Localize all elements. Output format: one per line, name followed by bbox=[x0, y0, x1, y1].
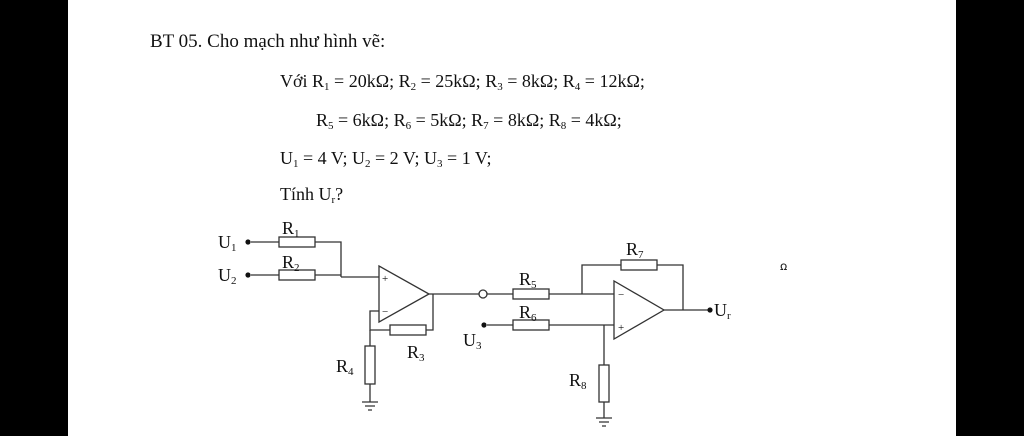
u1-symbol: U bbox=[280, 148, 293, 168]
document-page: BT 05. Cho mạch như hình vẽ: Với R1 = 20… bbox=[68, 0, 956, 436]
r7-value: 8kΩ bbox=[507, 110, 540, 130]
r8-sub: 8 bbox=[560, 120, 567, 132]
r3-resistor bbox=[389, 324, 427, 336]
r6-sub: 6 bbox=[405, 120, 412, 132]
r2-resistor bbox=[278, 269, 316, 281]
u3-sub: 3 bbox=[437, 158, 443, 170]
r6-value: 5kΩ bbox=[430, 110, 462, 130]
u3-label: U3 bbox=[463, 330, 482, 352]
r8-value: 4kΩ bbox=[585, 110, 617, 130]
r1-wire bbox=[251, 241, 342, 277]
r5-symbol: R bbox=[316, 110, 329, 130]
r8-label: R8 bbox=[569, 370, 587, 392]
r1-symbol: R bbox=[312, 71, 325, 91]
u2-label: U2 bbox=[218, 265, 237, 287]
r8-resistor bbox=[598, 364, 610, 403]
given-voltages-line: U1 = 4 V; U2 = 2 V; U3 = 1 V; bbox=[280, 148, 492, 170]
r1-value: 20kΩ bbox=[348, 71, 390, 91]
r4-value: 12kΩ bbox=[599, 71, 640, 91]
u1-label: U1 bbox=[218, 232, 237, 254]
question-suffix: ? bbox=[335, 184, 344, 204]
r7-resistor bbox=[620, 259, 658, 271]
ur-label: Ur bbox=[714, 300, 731, 322]
u1-sub: 1 bbox=[293, 158, 299, 170]
r4-symbol: R bbox=[562, 71, 575, 91]
u3-symbol: U bbox=[424, 148, 438, 168]
u2-symbol: U bbox=[352, 148, 366, 168]
r2-value: 25kΩ bbox=[435, 71, 476, 91]
r8-symbol: R bbox=[548, 110, 561, 130]
question-prefix: Tính U bbox=[280, 184, 332, 204]
r5-value: 6kΩ bbox=[352, 110, 385, 130]
ground-2-icon bbox=[596, 417, 612, 427]
r5-label: R5 bbox=[519, 269, 537, 291]
r2-label: R2 bbox=[282, 252, 300, 274]
ground-1-icon bbox=[362, 401, 378, 411]
u2-terminal bbox=[245, 272, 251, 278]
given-resistors-line-1: Với R1 = 20kΩ; R2 = 25kΩ; R3 = 8kΩ; R4 =… bbox=[280, 71, 645, 93]
u1-value: 4 V bbox=[317, 148, 343, 168]
opamp2-minus-sign: − bbox=[618, 289, 624, 301]
opamp1-minus-sign: − bbox=[382, 306, 388, 318]
given-resistors-line-2: R5 = 6kΩ; R6 = 5kΩ; R7 = 8kΩ; R8 = 4kΩ; bbox=[316, 110, 622, 132]
r7-symbol: R bbox=[471, 110, 484, 130]
opamp-2 bbox=[613, 279, 666, 341]
r2-symbol: R bbox=[398, 71, 411, 91]
u2-value: 2 V bbox=[389, 148, 415, 168]
given-prefix: Với bbox=[280, 71, 313, 91]
r1-label: R1 bbox=[282, 218, 300, 240]
ur-terminal bbox=[707, 307, 713, 313]
r6-label: R6 bbox=[519, 302, 537, 324]
r6-symbol: R bbox=[393, 110, 406, 130]
opamp-1 bbox=[378, 264, 431, 324]
r5-resistor bbox=[512, 288, 550, 300]
r7-sub: 7 bbox=[483, 120, 489, 132]
r7-feedback-wire bbox=[581, 264, 684, 310]
r3-symbol: R bbox=[485, 71, 498, 91]
r4-label: R4 bbox=[336, 356, 354, 378]
u2-sub: 2 bbox=[365, 158, 371, 170]
u3-value: 1 V bbox=[461, 148, 487, 168]
r3-feedback-wire bbox=[369, 294, 434, 331]
r5-sub: 5 bbox=[328, 120, 334, 132]
u3-terminal bbox=[481, 322, 487, 328]
node-junction bbox=[478, 289, 488, 299]
question-sub: r bbox=[331, 194, 336, 206]
r7-label: R7 bbox=[626, 239, 644, 261]
circuit-diagram: U1 U2 R1 R2 + − R3 R4 R5 U3 R6 bbox=[218, 218, 787, 427]
r1-resistor bbox=[278, 236, 316, 248]
question-line: Tính Ur? bbox=[280, 183, 343, 211]
problem-title: BT 05. Cho mạch như hình vẽ: bbox=[150, 31, 386, 52]
side-glyph: ꭥ bbox=[780, 259, 787, 273]
r4-sub: 4 bbox=[574, 81, 581, 93]
r6-resistor bbox=[512, 319, 550, 331]
r3-label: R3 bbox=[407, 342, 425, 364]
opamp2-plus-sign: + bbox=[618, 322, 624, 334]
r2-sub: 2 bbox=[410, 81, 417, 93]
r1-sub: 1 bbox=[324, 81, 330, 93]
r3-value: 8kΩ bbox=[521, 71, 554, 91]
u1-terminal bbox=[245, 239, 251, 245]
r3-sub: 3 bbox=[497, 81, 503, 93]
opamp1-plus-sign: + bbox=[382, 273, 388, 285]
r4-resistor bbox=[364, 345, 376, 385]
